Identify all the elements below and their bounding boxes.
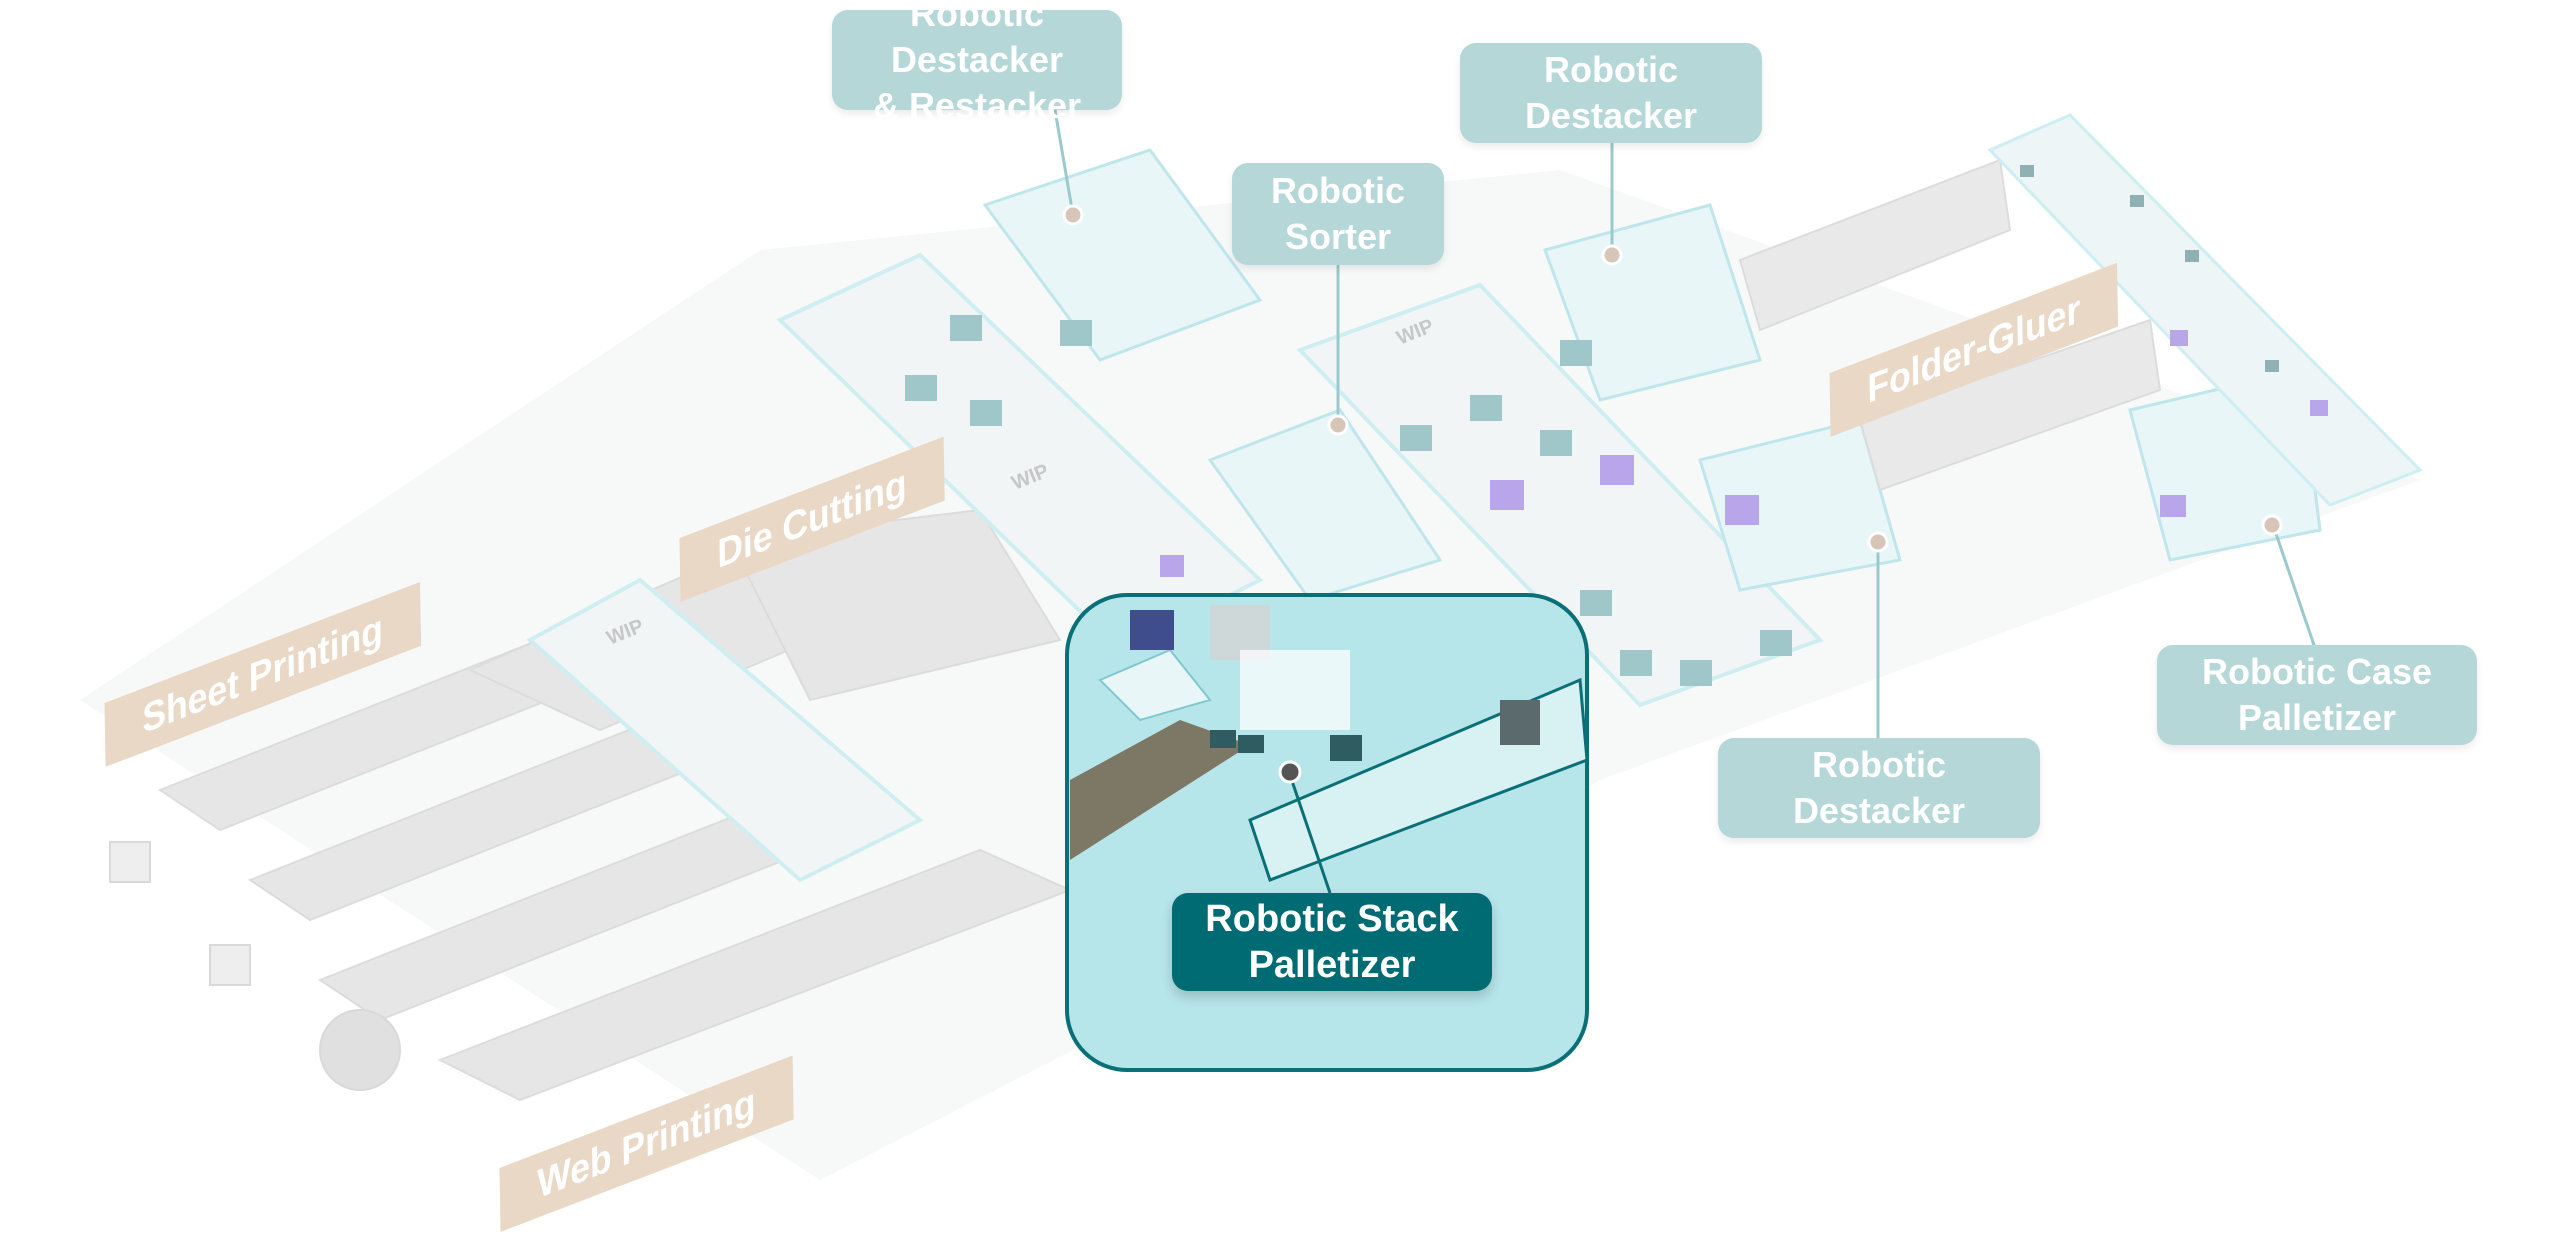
wip-zones (526, 252, 1824, 883)
callout-line: Robotic (1544, 49, 1678, 90)
callout-line: Robotic (1812, 744, 1946, 785)
callout-line: Sorter (1284, 216, 1392, 257)
callout-robotic-stack-palletizer[interactable]: Robotic Stack Palletizer (1172, 893, 1492, 991)
callout-robotic-case-palletizer[interactable]: Robotic Case Palletizer (2157, 645, 2477, 745)
folder-gluer-machines (1738, 158, 2162, 492)
callout-line: & Restacker (872, 85, 1082, 126)
callout-line: Palletizer (2237, 697, 2397, 738)
robotic-cells (982, 148, 2322, 602)
press-blocks (109, 841, 401, 1091)
conveyor-items (2020, 165, 2279, 372)
callout-line: Destacker (1792, 790, 1966, 831)
callout-robotic-destacker-bottom[interactable]: Robotic Destacker (1718, 738, 2040, 838)
purple-boxes (1160, 330, 2328, 577)
callout-robotic-destacker-top[interactable]: Robotic Destacker (1460, 43, 1762, 143)
callout-line: Robotic Stack (1205, 898, 1459, 940)
callout-line: Palletizer (1248, 944, 1416, 986)
callout-line: Destacker (1524, 95, 1698, 136)
callout-robotic-destacker-restacker[interactable]: Robotic Destacker & Restacker (832, 0, 1122, 126)
pallet-boxes (905, 315, 1792, 686)
highlight-content (1070, 605, 1589, 882)
callout-line: Robotic (1271, 170, 1405, 211)
callout-leaders (1053, 109, 2317, 894)
callout-anchors (1062, 204, 2283, 784)
callout-line: Robotic Case (2201, 651, 2433, 692)
callout-line: Robotic Destacker (890, 0, 1064, 80)
callout-robotic-sorter[interactable]: Robotic Sorter (1232, 163, 1444, 265)
